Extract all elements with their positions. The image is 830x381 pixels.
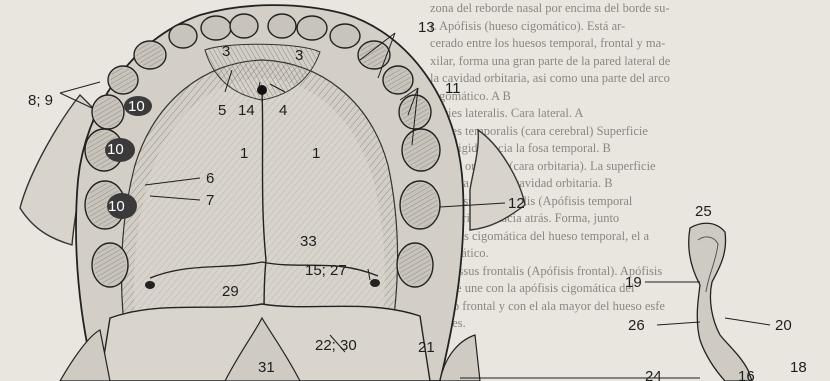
label-21: 21: [418, 339, 435, 356]
label-6: 6: [206, 170, 214, 187]
label-19: 19: [625, 274, 642, 291]
label-31: 31: [258, 359, 275, 376]
right-zygomatic-wing: [470, 130, 525, 230]
label-3-right: 3: [295, 47, 303, 64]
label-24: 24: [645, 368, 662, 381]
tooth: [297, 16, 327, 40]
label-20: 20: [775, 317, 792, 334]
label-10-mid: 10: [107, 141, 124, 158]
label-3-left: 3: [222, 43, 230, 60]
tooth: [169, 24, 197, 48]
tooth: [268, 14, 296, 38]
label-1-right: 1: [312, 145, 320, 162]
label-25: 25: [695, 203, 712, 220]
greater-palatine-foramen-right: [370, 279, 380, 287]
label-18: 18: [790, 359, 807, 376]
label-26: 26: [628, 317, 645, 334]
label-8-9: 8; 9: [28, 92, 53, 109]
label-16: 16: [738, 368, 755, 381]
label-12: 12: [508, 195, 525, 212]
tooth: [230, 14, 258, 38]
label-4: 4: [279, 102, 287, 119]
label-11: 11: [445, 80, 461, 97]
label-10-bottom: 10: [108, 198, 125, 215]
label-33: 33: [300, 233, 317, 250]
greater-palatine-foramen-left: [145, 281, 155, 289]
label-7: 7: [206, 192, 214, 209]
label-22-30: 22; 30: [315, 337, 357, 354]
label-15-27: 15; 27: [305, 262, 347, 279]
tooth: [201, 16, 231, 40]
tooth: [330, 24, 360, 48]
label-5: 5: [218, 102, 226, 119]
label-13: 13: [418, 19, 435, 36]
label-14: 14: [238, 102, 255, 119]
label-1-left: 1: [240, 145, 248, 162]
zygomatic-bone-b-view: [689, 223, 752, 381]
label-10-top: 10: [128, 98, 145, 115]
label-29: 29: [222, 283, 239, 300]
